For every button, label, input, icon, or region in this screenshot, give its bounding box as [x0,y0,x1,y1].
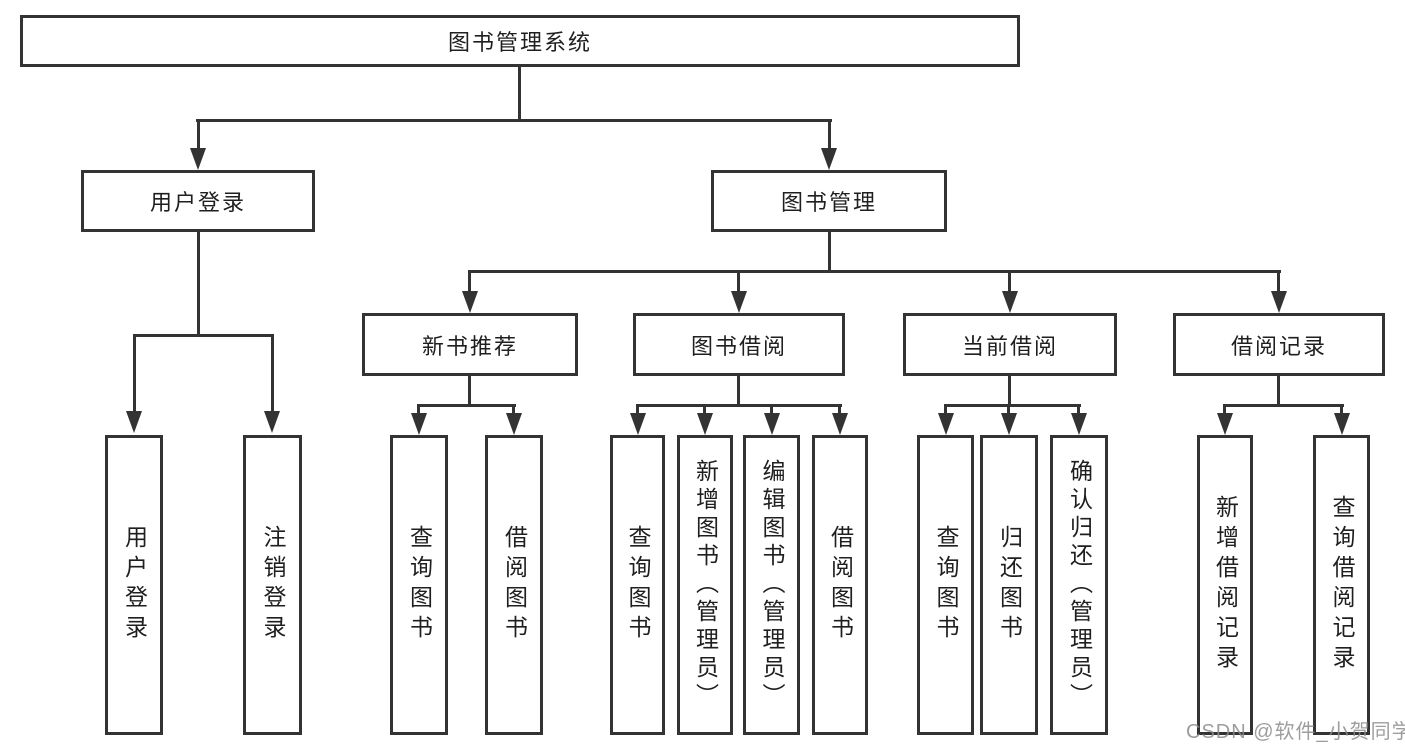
connector-line [1008,376,1011,406]
arrow-down-icon [821,148,837,170]
arrow-down-icon [764,413,780,435]
arrow-down-icon [462,291,478,313]
leaf-edit-books-admin: 编辑图书（管理员） [743,435,800,735]
node-book-management: 图书管理 [711,170,947,232]
connector-line [197,119,200,150]
connector-line [828,119,831,150]
leaf-borrow-books: 借阅图书 [812,435,868,735]
connector-line [737,270,740,293]
connector-line [944,404,947,415]
connector-line [1277,376,1280,406]
node-current-borrowing: 当前借阅 [903,313,1117,376]
arrow-down-icon [1271,291,1287,313]
arrow-down-icon [506,413,522,435]
connector-line [468,270,1281,273]
node-new-book-recommendation: 新书推荐 [362,313,578,376]
arrow-down-icon [264,411,280,433]
leaf-add-books-admin: 新增图书（管理员） [677,435,733,735]
connector-line [737,376,740,406]
connector-line [518,67,521,121]
connector-line [468,270,471,293]
arrow-down-icon [630,413,646,435]
connector-line [944,404,1081,407]
leaf-return-books: 归还图书 [980,435,1038,735]
arrow-down-icon [126,411,142,433]
connector-line [770,404,773,415]
connector-line [636,404,639,415]
arrow-down-icon [832,413,848,435]
leaf-add-borrow-record: 新增借阅记录 [1197,435,1253,735]
leaf-user-login: 用户登录 [105,435,163,735]
connector-line [468,376,471,406]
connector-line [417,404,516,407]
leaf-borrow-books-recommend: 借阅图书 [485,435,543,735]
connector-line [133,334,274,337]
leaf-query-books-recommend: 查询图书 [390,435,448,735]
connector-line [636,404,842,407]
connector-line [512,404,515,415]
connector-line [1223,404,1226,415]
leaf-logout: 注销登录 [243,435,302,735]
connector-line [828,232,831,272]
node-book-borrowing: 图书借阅 [633,313,845,376]
connector-line [1008,270,1011,293]
arrow-down-icon [1002,291,1018,313]
node-user-login: 用户登录 [81,170,315,232]
connector-line [1340,404,1343,415]
connector-line [196,119,832,122]
leaf-query-borrow-record: 查询借阅记录 [1313,435,1370,735]
connector-line [1277,270,1280,293]
arrow-down-icon [1217,413,1233,435]
connector-line [271,334,274,413]
arrow-down-icon [411,413,427,435]
arrow-down-icon [190,148,206,170]
arrow-down-icon [1334,413,1350,435]
connector-line [703,404,706,415]
watermark: CSDN @软件_小贺同学 [1186,721,1405,743]
connector-line [1077,404,1080,415]
arrow-down-icon [731,291,747,313]
arrow-down-icon [697,413,713,435]
connector-line [133,334,136,413]
arrow-down-icon [938,413,954,435]
connector-line [838,404,841,415]
connector-line [1007,404,1010,415]
leaf-query-books-borrow: 查询图书 [610,435,665,735]
arrow-down-icon [1071,413,1087,435]
leaf-confirm-return-admin: 确认归还（管理员） [1050,435,1108,735]
connector-line [417,404,420,415]
node-library-system: 图书管理系统 [20,15,1020,67]
connector-line [197,232,200,336]
node-borrowing-records: 借阅记录 [1173,313,1385,376]
arrow-down-icon [1001,413,1017,435]
connector-line [1223,404,1344,407]
leaf-query-books-current: 查询图书 [917,435,974,735]
